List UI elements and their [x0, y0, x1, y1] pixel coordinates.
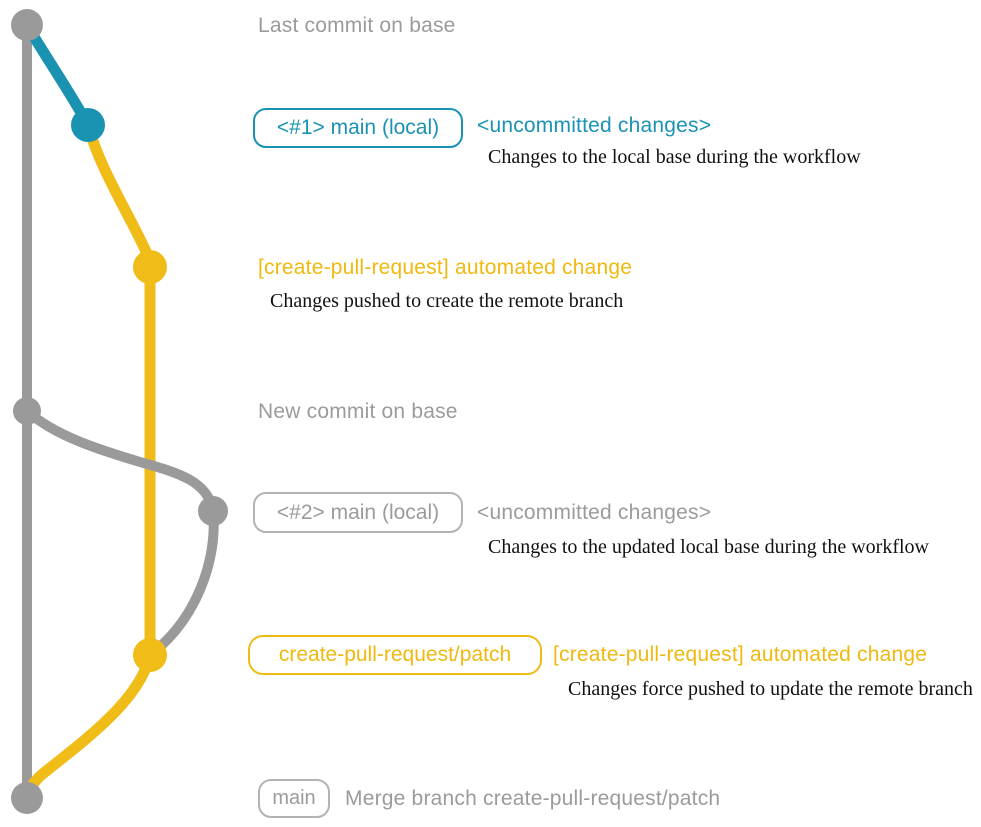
- edge-local-change-curve-1: [21, 19, 94, 131]
- commit-node-uncommitted-changes-1: [71, 108, 105, 142]
- commit-node-last-commit-on-base: [11, 9, 43, 41]
- commit-node-uncommitted-changes-2: [198, 496, 228, 526]
- commit-title-automated-1: [create-pull-request] automated change: [258, 256, 633, 279]
- commit-title-merge: Merge branch create-pull-request/patch: [345, 787, 721, 810]
- branch-badge-main-local-1: <#1> main (local): [253, 108, 463, 148]
- commit-node-automated-change-1: [133, 250, 167, 284]
- edge-rebase-in-curve: [145, 506, 219, 660]
- commit-node-automated-change-2: [133, 638, 167, 672]
- edge-rebase-out-curve: [22, 406, 218, 516]
- commit-title-automated-2: [create-pull-request] automated change: [553, 643, 928, 666]
- commit-node-merge-commit: [11, 782, 43, 814]
- heading-new-commit-on-base: New commit on base: [258, 400, 458, 423]
- git-graph: [11, 9, 228, 814]
- branch-badge-main: main: [258, 779, 330, 818]
- edge-patch-branch-out-curve: [82, 119, 156, 266]
- commit-desc-uncommitted-1: Changes to the local base during the wor…: [488, 146, 861, 168]
- heading-last-commit-on-base: Last commit on base: [258, 14, 456, 37]
- commit-desc-automated-2: Changes force pushed to update the remot…: [568, 678, 973, 700]
- branch-badge-create-pull-request-patch: create-pull-request/patch: [248, 635, 542, 675]
- branch-badge-main-local-2: <#2> main (local): [253, 492, 463, 533]
- commit-title-uncommitted-1: <uncommitted changes>: [477, 114, 712, 137]
- commit-title-uncommitted-2: <uncommitted changes>: [477, 501, 712, 524]
- commit-desc-uncommitted-2: Changes to the updated local base during…: [488, 536, 929, 558]
- commit-desc-automated-1: Changes pushed to create the remote bran…: [270, 290, 624, 312]
- commit-node-new-commit-on-base: [13, 397, 41, 425]
- edge-merge-curve: [21, 649, 156, 804]
